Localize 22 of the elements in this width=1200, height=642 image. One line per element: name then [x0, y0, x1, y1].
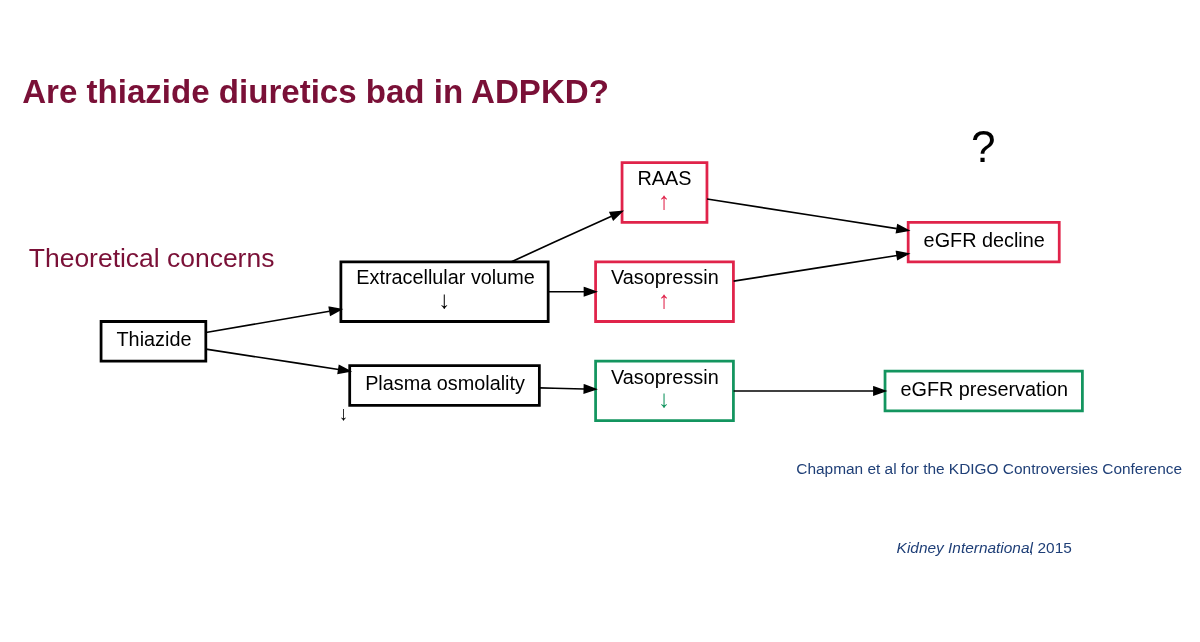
arrow: [510, 209, 625, 263]
node-label: ↓: [338, 401, 349, 424]
arrow: [538, 383, 598, 394]
arrow: [706, 197, 911, 234]
arrow: [205, 305, 344, 333]
arrow: [732, 250, 911, 282]
label: ?: [971, 121, 996, 171]
node-box: eGFR decline: [906, 220, 1061, 263]
arrow: [732, 385, 888, 396]
node-box: Thiazide: [99, 319, 208, 363]
arrow: [205, 347, 353, 374]
diagram-title: Are thiazide diuretics bad in ADPKD?: [22, 72, 609, 110]
node-box: Vasopressin ↓: [594, 359, 735, 422]
node-box: RAAS ↑: [620, 160, 709, 224]
label: Theoretical concerns: [28, 242, 275, 273]
arrow: [547, 286, 598, 297]
node-box: Extracellular volume ↓: [339, 260, 550, 323]
node-box: eGFR preservation: [883, 369, 1084, 412]
label: Chapman et al for the KDIGO Controversies Conference: [796, 459, 1182, 477]
node-box: Plasma osmolality: [348, 363, 541, 407]
node-box: Vasopressin ↑: [594, 260, 735, 323]
label: Kidney International, 2015: [896, 538, 1072, 556]
